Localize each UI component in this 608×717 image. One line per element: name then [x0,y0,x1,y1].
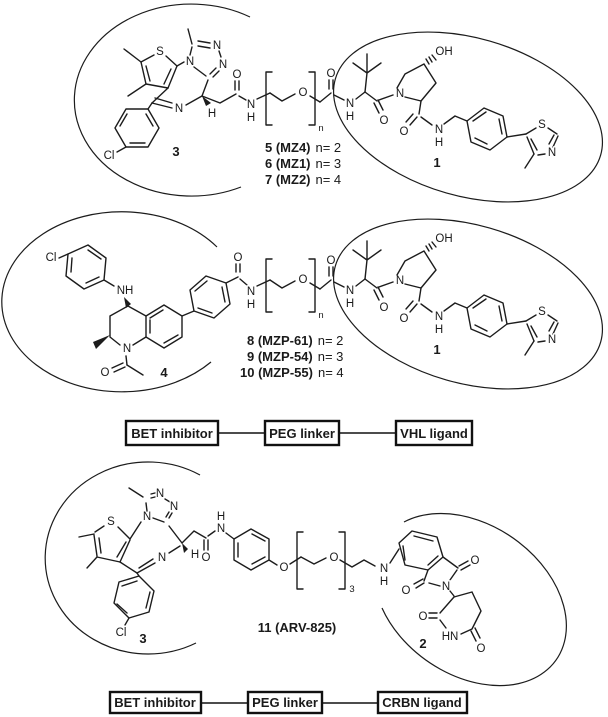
crbn-ligand-number: 2 [419,636,426,651]
variant-mz2: 7 (MZ2)n= 4 [265,172,341,187]
variant-mz1: 6 (MZ1)n= 3 [265,156,341,171]
atom-n-label: N [442,581,450,593]
variant-mz4: 5 (MZ4)n= 2 [265,140,341,155]
jq1-structure-top: S N N N N H [102,28,247,163]
bet-balloon-bottom [44,461,201,655]
atom-n-label: N [170,501,178,513]
atom-o-label: O [234,252,243,264]
peg-linker-box [263,419,341,447]
schematic-crbn-row: BET inhibitor PEG linker CRBN ligand [108,690,469,715]
peg-linker-box-label: PEG linker [269,426,335,441]
atom-o-label: O [330,552,339,564]
atom-n-label: N [123,343,131,355]
atom-n-label: N [156,488,164,500]
bet-ligand-number: 3 [172,144,179,159]
panel-arv825: S N N N N H [44,461,567,715]
atom-h-label: H [217,511,225,523]
atom-o-label: O [402,585,411,597]
bet-balloon-middle [1,211,218,393]
ibet-structure: Cl NH N O 4 O [44,244,248,380]
peg-3-subscript: 3 [349,584,354,595]
jq1-structure-bottom: S N N N N H [78,487,226,646]
schematic-vhl-row: BET inhibitor PEG linker VHL ligand [124,419,474,447]
bet-ligand-number: 4 [160,365,168,380]
atom-o-label: O [233,69,242,81]
variant-mzp54: 9 (MZP-54)n= 3 [247,349,343,364]
atom-n-label: N [217,523,225,535]
bet-inhibitor-box [124,419,220,447]
atom-n-label: N [143,511,151,523]
crbn-ligand-box-label: CRBN ligand [382,695,462,710]
atom-nh-label: NH [117,285,134,297]
bet-ligand-number: 3 [139,631,146,646]
atom-o-label: O [202,552,211,564]
atom-h-label: H [208,108,216,120]
atom-cl-label: Cl [46,252,57,264]
atom-cl-label: Cl [104,150,115,162]
panel-mz-series: S N N N N H [73,1,608,233]
peg-linker-box-label: PEG linker [252,695,318,710]
variant-labels-mz: 5 (MZ4)n= 2 6 (MZ1)n= 3 7 (MZ2)n= 4 [265,140,341,187]
atom-cl-label: Cl [116,627,127,639]
bet-balloon-top [73,3,251,197]
atom-o-label: O [419,611,428,623]
atom-o-label: O [471,555,480,567]
atom-n-label: N [219,59,227,71]
atom-o-label: O [477,643,486,655]
variant-mzp61: 8 (MZP-61)n= 2 [247,333,343,348]
pomalidomide-structure: O N O O HN O 2 [381,512,567,687]
panel-mzp-series: Cl NH N O 4 O [1,188,608,447]
peg-bracket-right [338,531,346,590]
atom-n-label: N [175,103,183,115]
aniline-peg3-linker: O O 3 N H 11 (ARV-825) [225,528,400,635]
atom-o-label: O [101,367,110,379]
variant-labels-mzp: 8 (MZP-61)n= 2 9 (MZP-54)n= 3 10 (MZP-55… [240,333,344,380]
bet-inhibitor-box-label: BET inhibitor [114,695,196,710]
peg-bracket-left [296,531,304,590]
atom-s-label: S [156,46,164,58]
atom-s-label: S [107,516,115,528]
atom-n-label: N [213,40,221,52]
atom-h-label: H [191,549,199,561]
vhl-ligand-box-label: VHL ligand [400,426,468,441]
vhl-ligand-box [394,419,474,447]
peg-vhl-top [245,1,608,233]
atom-o-label: O [280,562,289,574]
atom-n-label: N [380,563,388,575]
variant-mzp55: 10 (MZP-55)n= 4 [240,365,344,380]
bet-inhibitor-box-label: BET inhibitor [131,426,213,441]
compound-arv825-label: 11 (ARV-825) [258,620,337,635]
peg-vhl-middle [245,188,608,420]
crbn-balloon [381,512,567,687]
atom-h-label: H [380,576,388,588]
crbn-ligand-box [376,690,469,715]
peg-linker-box [246,690,324,715]
atom-n-label: N [186,56,194,68]
atom-hn-label: HN [442,631,459,643]
atom-n-label: N [158,552,166,564]
bet-inhibitor-box [108,690,203,715]
